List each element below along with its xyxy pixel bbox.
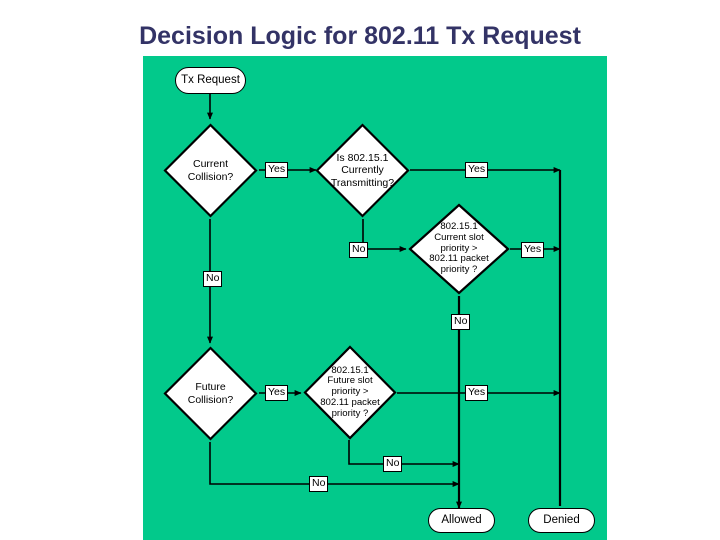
edge-label-future-slot-priority-no: No [383,456,403,472]
diamond-shape [408,203,510,295]
node-future-slot-priority[interactable]: 802.15.1 Future slot priority > 802.11 p… [303,345,397,440]
flowchart-panel: Tx Request Current Collision? Is 802.15.… [143,56,607,540]
edge-label-current-collision-no: No [203,271,223,287]
node-tx-request[interactable]: Tx Request [175,67,246,94]
edge-label-current-collision-yes: Yes [265,162,289,178]
node-label: Tx Request [181,74,240,87]
node-denied[interactable]: Denied [528,508,595,533]
diamond-shape [163,346,258,441]
diamond-shape [303,345,397,440]
node-is-802-15-1-transmitting[interactable]: Is 802.15.1 Currently Transmitting? [315,123,410,218]
edge-label-future-collision-no: No [309,476,329,492]
node-current-collision[interactable]: Current Collision? [163,123,258,218]
diamond-shape [315,123,410,218]
page-title: Decision Logic for 802.11 Tx Request [139,22,581,50]
node-label: Denied [543,514,580,527]
edge-label-current-slot-priority-no: No [451,314,471,330]
edge-label-future-slot-priority-yes: Yes [465,385,489,401]
edge-label-is-transmitting-yes: Yes [465,162,489,178]
node-allowed[interactable]: Allowed [428,508,495,533]
edge-label-current-slot-priority-yes: Yes [521,242,545,258]
edge-label-is-transmitting-no: No [349,242,369,258]
node-future-collision[interactable]: Future Collision? [163,346,258,441]
edge-label-future-collision-yes: Yes [265,385,289,401]
node-current-slot-priority[interactable]: 802.15.1 Current slot priority > 802.11 … [408,203,510,295]
diamond-shape [163,123,258,218]
node-label: Allowed [441,514,482,527]
